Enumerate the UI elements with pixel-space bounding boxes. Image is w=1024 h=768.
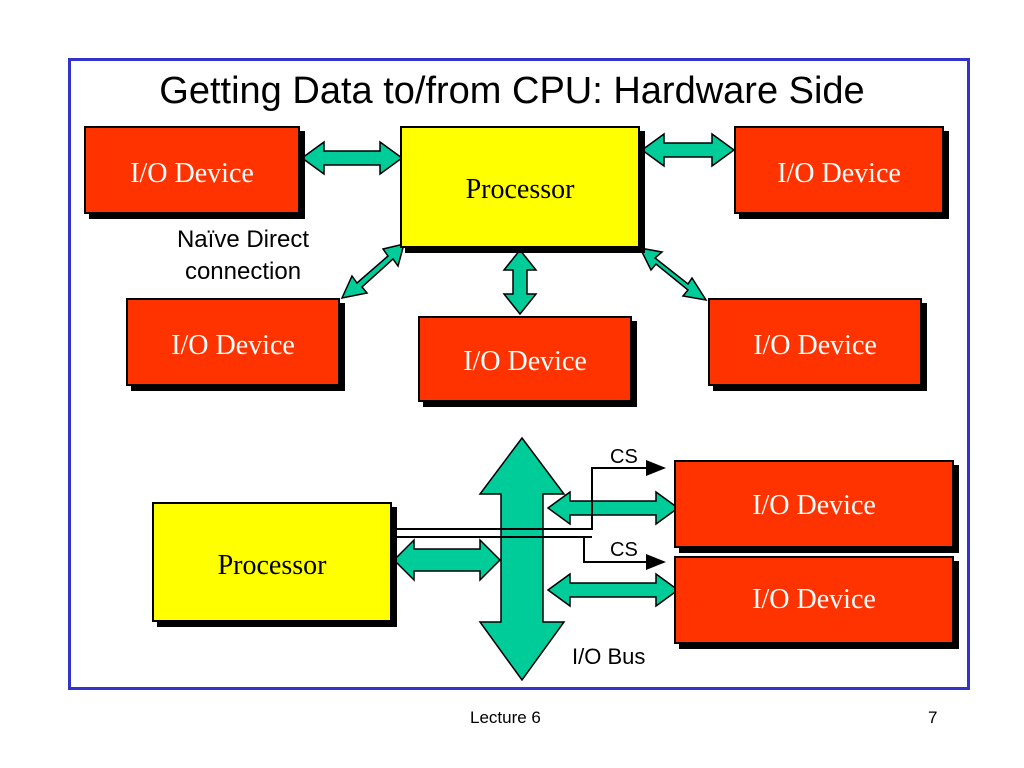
io-device-mid-center: I/O Device	[418, 316, 632, 402]
cs-label-1: CS	[610, 446, 638, 468]
io-device-bus-2: I/O Device	[674, 556, 954, 644]
footer-lecture: Lecture 6	[470, 708, 541, 727]
io-device-top-left: I/O Device	[84, 126, 300, 214]
arrow-top-right	[640, 132, 736, 168]
cs-signal-2	[583, 537, 666, 570]
footer-page-number: 7	[928, 708, 938, 727]
io-device-label: I/O Device	[753, 330, 877, 361]
io-bus-arrow	[478, 436, 566, 682]
io-device-label: I/O Device	[752, 490, 876, 521]
io-device-bus-1: I/O Device	[674, 460, 954, 548]
naive-direct-line2: connection	[184, 258, 302, 285]
naive-direct-line1: Naïve Direct	[176, 226, 310, 253]
cs-signal-1	[584, 460, 666, 530]
slide-title: Getting Data to/from CPU: Hardware Side	[159, 70, 865, 112]
arrow-diagonal-left	[340, 242, 406, 300]
io-device-mid-left: I/O Device	[126, 298, 340, 386]
processor-label: Processor	[217, 550, 327, 581]
processor-label: Processor	[465, 174, 575, 205]
io-bus-label: I/O Bus	[572, 644, 646, 669]
arrow-diagonal-right	[638, 246, 708, 302]
processor-top: Processor	[400, 126, 640, 248]
processor-bottom: Processor	[152, 502, 392, 622]
io-device-label: I/O Device	[752, 584, 876, 615]
cs-label-2: CS	[610, 539, 638, 561]
arrow-bus-device-2	[546, 572, 680, 608]
arrow-bus-device-1	[546, 490, 680, 526]
io-device-label: I/O Device	[463, 346, 587, 377]
io-device-label: I/O Device	[777, 158, 901, 189]
arrow-center-down	[502, 248, 538, 316]
arrow-top-left	[300, 140, 404, 176]
naive-direct-label: Naïve Direct connection	[150, 224, 336, 288]
io-device-label: I/O Device	[130, 158, 254, 189]
io-device-top-right: I/O Device	[734, 126, 944, 214]
slide-frame	[68, 58, 970, 690]
arrow-processor-bus	[392, 538, 502, 582]
io-device-mid-right: I/O Device	[708, 298, 922, 386]
io-device-label: I/O Device	[171, 330, 295, 361]
